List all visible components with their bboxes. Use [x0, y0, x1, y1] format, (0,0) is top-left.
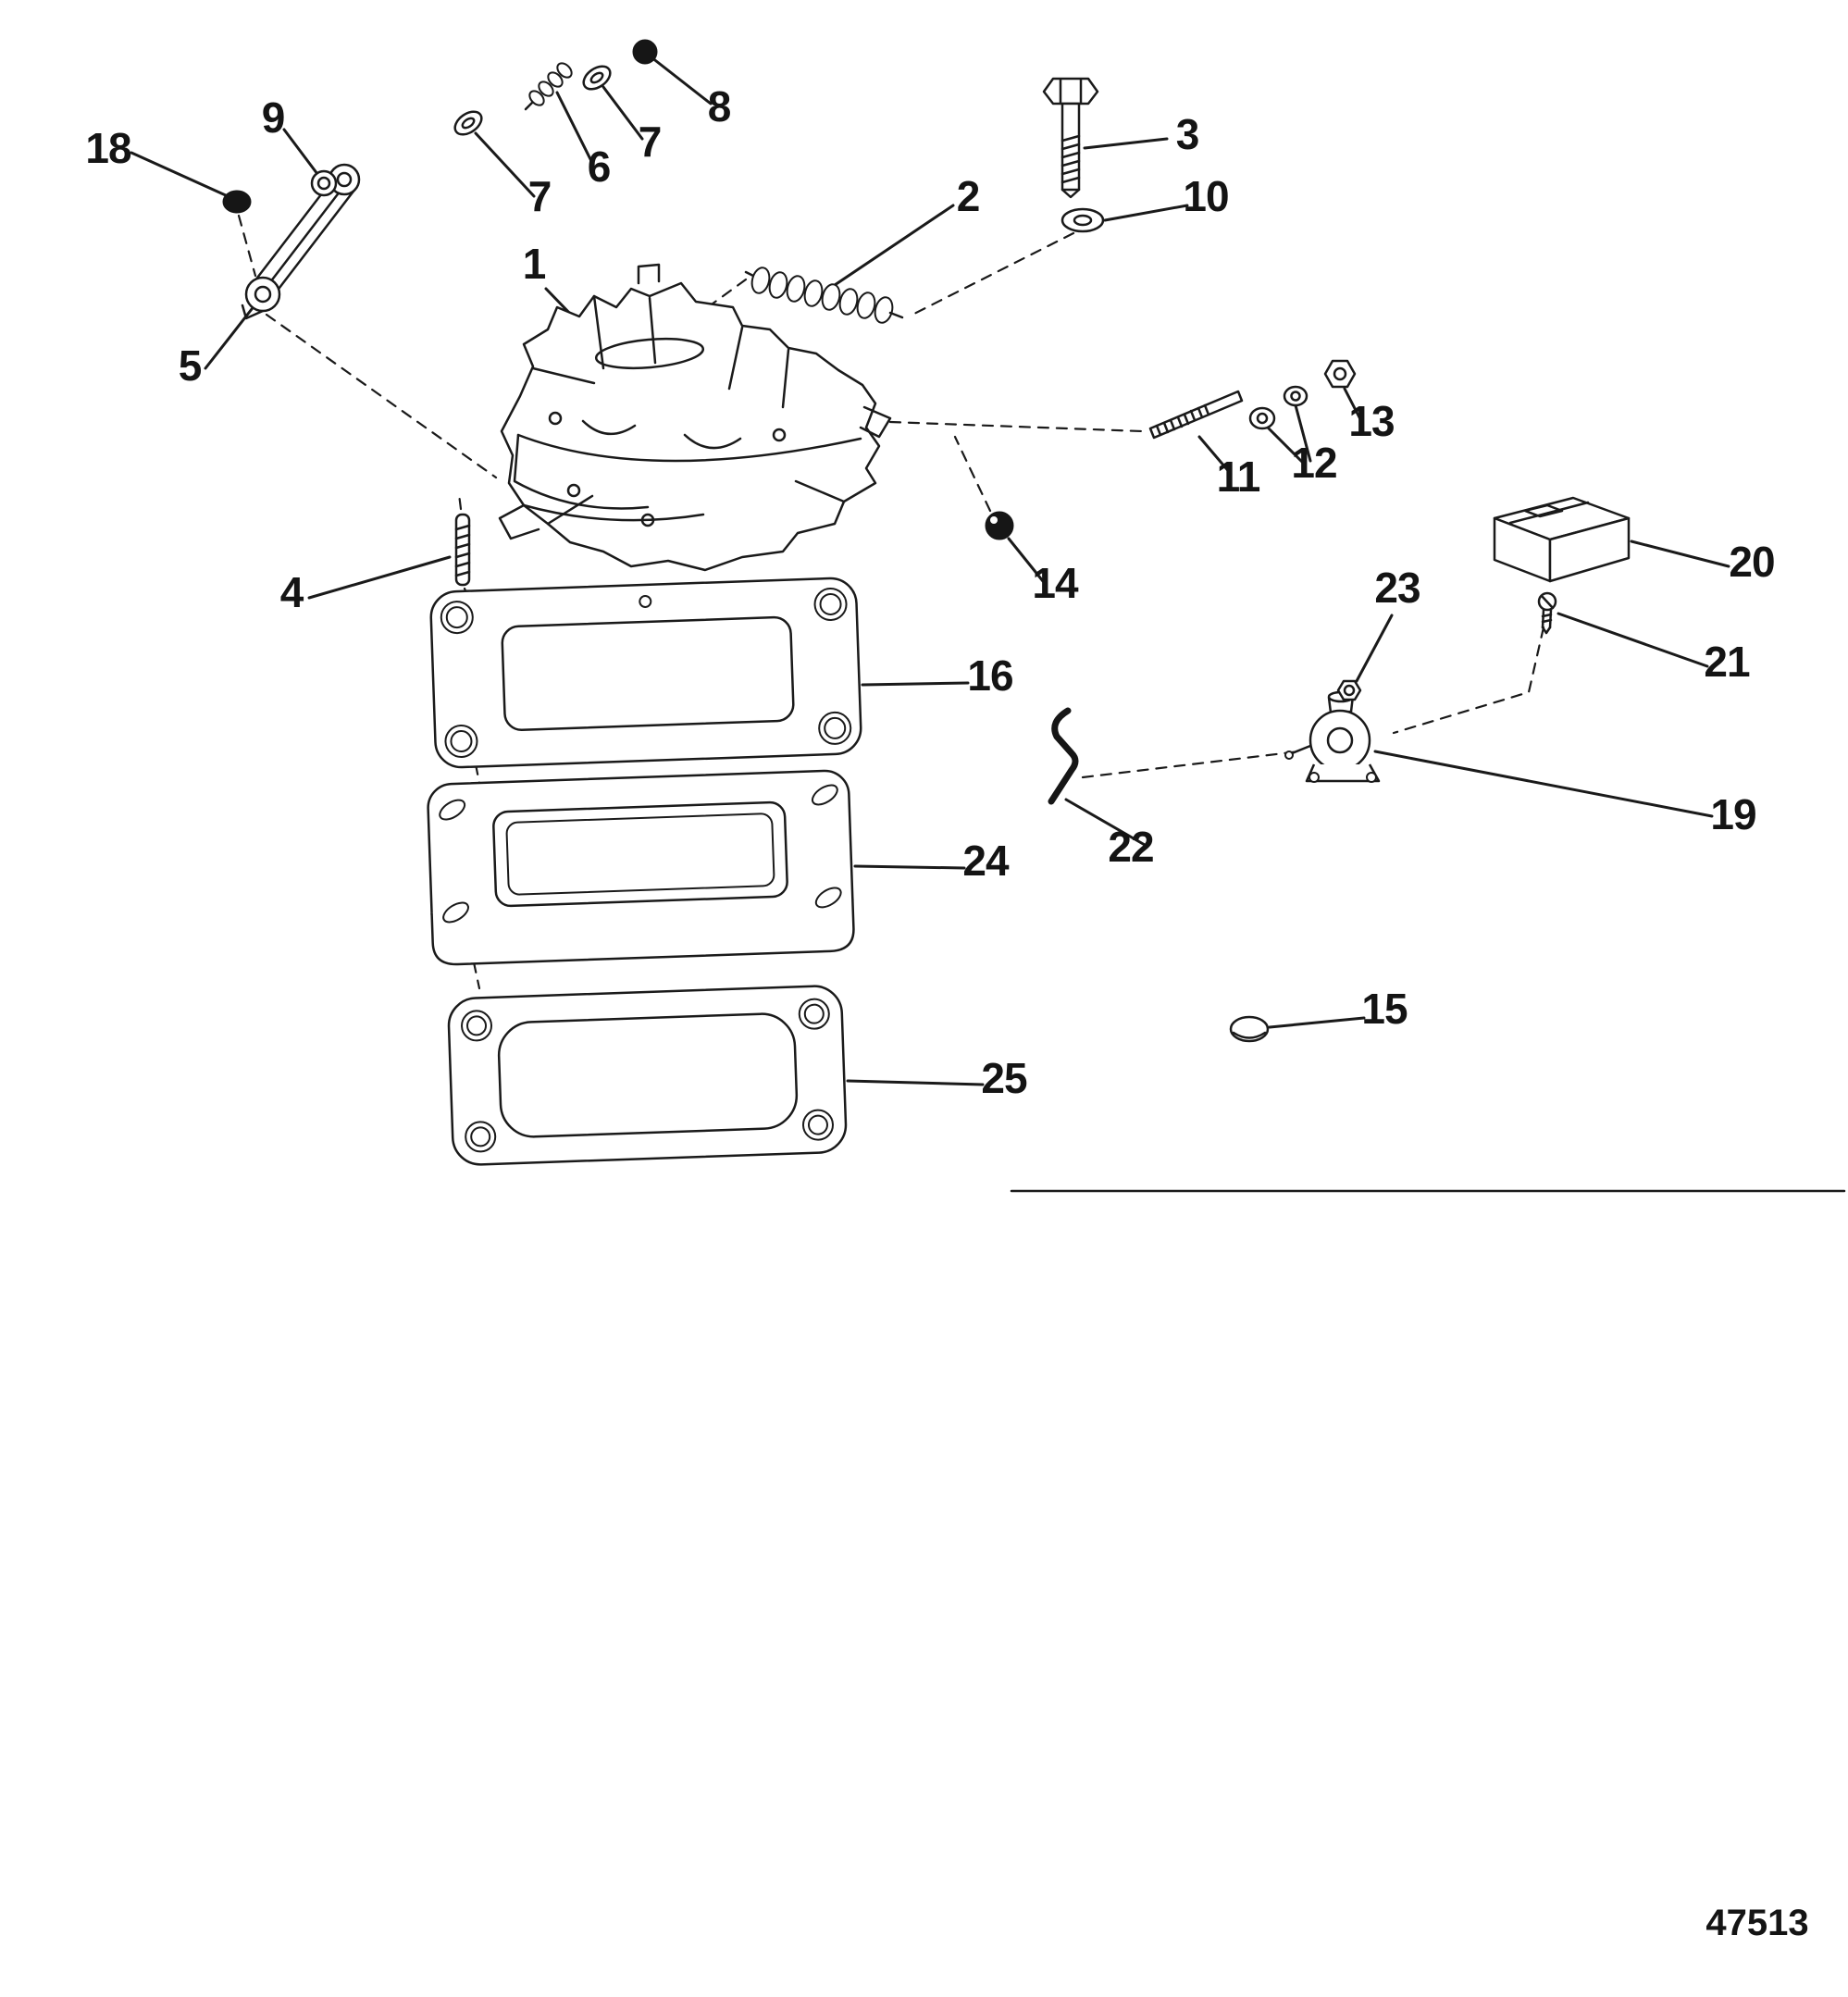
callout-20: 20 — [1729, 538, 1774, 586]
part-bracket — [241, 163, 361, 320]
part-spring-screw — [524, 62, 573, 111]
part-washers-12 — [1248, 385, 1308, 430]
callout-9: 9 — [262, 93, 285, 142]
callout-7a: 7 — [528, 172, 552, 220]
callout-25: 25 — [981, 1054, 1027, 1102]
callout-2: 2 — [957, 172, 980, 220]
callout-4: 4 — [280, 568, 304, 616]
part-washer-7b — [582, 65, 612, 91]
leader-lines — [130, 56, 1730, 1086]
callout-13: 13 — [1348, 397, 1394, 445]
part-ball-8 — [632, 39, 658, 65]
callout-23: 23 — [1374, 564, 1420, 612]
part-cover-block-20 — [1493, 496, 1631, 583]
part-stud-4 — [454, 513, 471, 587]
part-choke-rod-22 — [1048, 707, 1079, 805]
part-gasket-16 — [429, 577, 862, 769]
part-washer-7a — [453, 110, 483, 136]
part-choke-housing — [1284, 690, 1381, 783]
callout-5: 5 — [179, 341, 202, 390]
callout-15: 15 — [1361, 985, 1408, 1033]
part-plug-15 — [1229, 1015, 1270, 1043]
callout-3: 3 — [1176, 110, 1199, 158]
callout-16: 16 — [967, 651, 1012, 700]
callout-8: 8 — [708, 82, 731, 130]
part-bolt — [1042, 77, 1099, 199]
callout-labels: 18 9 7 6 7 8 3 10 2 1 5 13 12 11 14 4 23… — [85, 82, 1775, 1102]
part-nut-23 — [1336, 679, 1362, 701]
callout-7b: 7 — [639, 118, 662, 166]
part-washer-10 — [1060, 207, 1105, 233]
callout-12: 12 — [1291, 439, 1336, 487]
callout-6: 6 — [588, 143, 611, 191]
callout-10: 10 — [1183, 172, 1228, 220]
callout-14: 14 — [1032, 559, 1079, 607]
part-gasket-25 — [447, 985, 848, 1166]
part-screw-21 — [1537, 591, 1557, 635]
part-grommet-18 — [222, 190, 252, 214]
part-carburetor-body — [498, 263, 892, 572]
part-ball-14 — [985, 511, 1014, 540]
callout-11: 11 — [1217, 453, 1260, 501]
callout-22: 22 — [1108, 823, 1153, 871]
callout-1: 1 — [523, 240, 546, 288]
callout-24: 24 — [962, 837, 1010, 885]
callout-21: 21 — [1704, 638, 1750, 686]
part-spring — [744, 267, 904, 324]
drawing-number: 47513 — [1705, 1903, 1808, 1943]
part-stud-11 — [1148, 390, 1244, 440]
callout-18: 18 — [85, 124, 131, 172]
part-nut-13 — [1323, 359, 1357, 389]
callout-19: 19 — [1710, 790, 1755, 838]
part-spacer-plate-24 — [427, 769, 855, 966]
part-nut-9 — [310, 169, 338, 197]
